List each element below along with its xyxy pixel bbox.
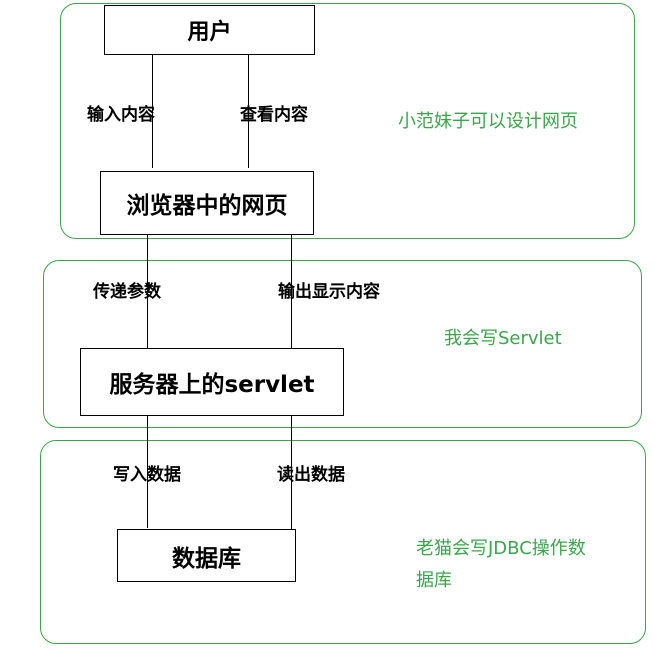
node-browser-page: 浏览器中的网页: [100, 171, 314, 235]
node-database: 数据库: [117, 529, 296, 582]
servlet-layer-region: [43, 260, 642, 428]
edge-label-view-content: 查看内容: [240, 105, 308, 125]
node-servlet: 服务器上的servlet: [80, 348, 344, 416]
connector-output-content: [291, 235, 292, 350]
node-servlet-label: 服务器上的servlet: [109, 372, 315, 398]
servlet-layer-note: 我会写Servlet: [444, 328, 562, 349]
connector-read-data: [291, 416, 292, 532]
edge-label-input-content: 输入内容: [87, 105, 155, 125]
edge-label-write-data: 写入数据: [113, 465, 181, 485]
connector-pass-params: [147, 235, 148, 350]
database-layer-region: [40, 440, 646, 644]
db-layer-note: 老猫会写JDBC操作数 据库: [416, 533, 586, 597]
edge-label-output-content: 输出显示内容: [278, 282, 380, 302]
db-layer-note-line2: 据库: [416, 570, 452, 591]
connector-input-content: [152, 55, 153, 168]
db-layer-note-line1: 老猫会写JDBC操作数: [416, 538, 586, 559]
node-database-label: 数据库: [172, 545, 241, 572]
connector-view-content: [248, 55, 249, 168]
edge-label-pass-params: 传递参数: [93, 282, 161, 302]
web-layer-region: [60, 3, 635, 239]
connector-write-data: [147, 416, 148, 528]
web-layer-note: 小范妹子可以设计网页: [398, 111, 578, 132]
node-browser-page-label: 浏览器中的网页: [126, 193, 288, 219]
node-user-label: 用户: [187, 20, 232, 45]
edge-label-read-data: 读出数据: [277, 465, 345, 485]
node-user: 用户: [104, 5, 315, 55]
